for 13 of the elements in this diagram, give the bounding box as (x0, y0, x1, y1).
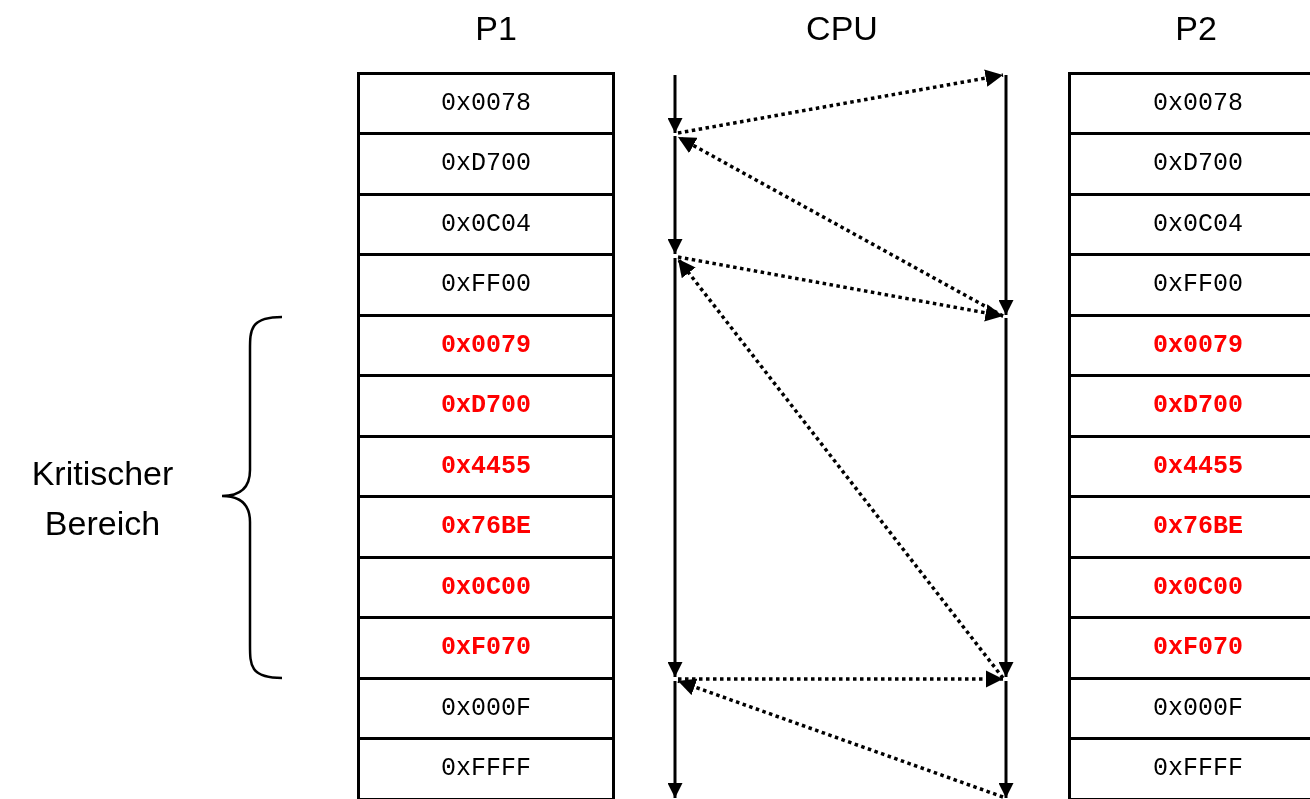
column-heading: P1 (474, 8, 518, 49)
memory-cell: 0x0078 (357, 71, 615, 135)
memory-cell: 0xD700 (357, 132, 615, 196)
column-heading: P2 (1174, 8, 1218, 49)
bracket-label: Kritischer Bereich (30, 453, 175, 544)
memory-cell: 0xFF00 (357, 253, 615, 317)
memory-cell: 0x76BE (357, 495, 615, 559)
memory-cell: 0xFFFF (1068, 737, 1310, 799)
column-heading: CPU (805, 8, 879, 49)
memory-cell: 0xD700 (357, 374, 615, 438)
memory-cell: 0xFFFF (357, 737, 615, 799)
memory-cell: 0xF070 (357, 616, 615, 680)
memory-cell: 0x0078 (1068, 71, 1310, 135)
